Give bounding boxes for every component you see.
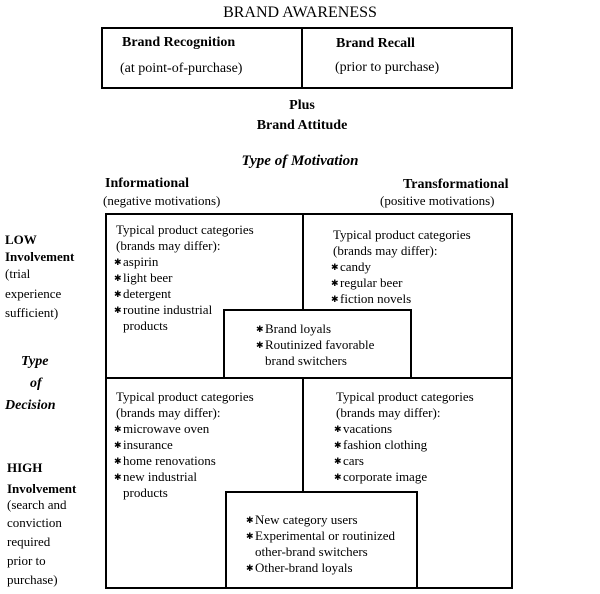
transformational-label: Transformational — [403, 177, 509, 192]
bullet-icon: ✱ — [334, 456, 342, 466]
list-item: ✱vacations — [334, 421, 393, 436]
awareness-divider — [301, 27, 303, 89]
high-involvement-note-line: (search and — [7, 497, 67, 512]
informational-subtitle: (negative motivations) — [103, 193, 221, 208]
bullet-icon: ✱ — [114, 472, 122, 482]
bullet-icon: ✱ — [114, 273, 122, 283]
list-item: ✱corporate image — [334, 469, 428, 484]
list-item: ✱routine industrial products — [114, 302, 213, 333]
bullet-icon: ✱ — [334, 424, 342, 434]
list-item: ✱regular beer — [331, 275, 403, 290]
bullet-icon: ✱ — [334, 472, 342, 482]
high-involvement-note-line: conviction — [7, 515, 62, 530]
list-item: ✱light beer — [114, 270, 173, 285]
brand-recall-subtitle: (prior to purchase) — [335, 60, 440, 75]
high-involvement-note-line: required — [7, 534, 51, 549]
low-transformational-list: ✱candy ✱regular beer ✱fiction novels — [331, 259, 491, 307]
cell-heading-line: (brands may differ): — [116, 238, 221, 253]
bullet-icon: ✱ — [331, 262, 339, 272]
list-item: ✱microwave oven — [114, 421, 210, 436]
bullet-icon: ✱ — [114, 257, 122, 267]
cell-heading-line: (brands may differ): — [333, 243, 438, 258]
list-item: ✱detergent — [114, 286, 172, 301]
low-involvement-note-line: experience — [5, 286, 62, 301]
low-involvement-note-line: (trial — [5, 266, 31, 281]
cell-heading-line: Typical product categories — [116, 222, 254, 237]
bullet-icon: ✱ — [331, 294, 339, 304]
high-involvement-target-box — [225, 491, 418, 589]
bullet-icon: ✱ — [114, 424, 122, 434]
list-item: ✱Experimental or routinized other-brand … — [246, 528, 396, 559]
high-informational-list: ✱microwave oven ✱insurance ✱home renovat… — [114, 421, 234, 501]
bullet-icon: ✱ — [114, 289, 122, 299]
list-item: ✱New category users — [246, 512, 358, 527]
high-involvement-label: Involvement — [7, 481, 77, 496]
decision-label: Decision — [5, 398, 56, 413]
low-label: LOW — [5, 232, 37, 247]
list-item: ✱cars — [334, 453, 364, 468]
list-item: ✱home renovations — [114, 453, 216, 468]
brand-attitude-label: Brand Attitude — [256, 118, 348, 133]
high-involvement-note-line: purchase) — [7, 572, 58, 587]
bullet-icon: ✱ — [256, 324, 264, 334]
brand-awareness-box — [101, 27, 513, 89]
list-item: ✱insurance — [114, 437, 173, 452]
low-involvement-target-list: ✱Brand loyals ✱Routinized favorable bran… — [256, 321, 401, 369]
low-involvement-note-line: sufficient) — [5, 305, 59, 320]
cell-heading-line: Typical product categories — [333, 227, 471, 242]
low-informational-list: ✱aspirin ✱light beer ✱detergent ✱routine… — [114, 254, 234, 334]
diagram-title: BRAND AWARENESS — [223, 4, 377, 21]
grid-vertical-divider — [302, 213, 304, 589]
informational-label: Informational — [105, 176, 189, 191]
high-transformational-list: ✱vacations ✱fashion clothing ✱cars ✱corp… — [334, 421, 494, 485]
bullet-icon: ✱ — [256, 340, 264, 350]
bullet-icon: ✱ — [114, 440, 122, 450]
list-item: ✱fashion clothing — [334, 437, 428, 452]
bullet-icon: ✱ — [114, 305, 122, 315]
cell-heading-line: Typical product categories — [116, 389, 254, 404]
bullet-icon: ✱ — [334, 440, 342, 450]
cell-heading-line: Typical product categories — [336, 389, 474, 404]
list-item: ✱fiction novels — [331, 291, 412, 306]
brand-recognition-title: Brand Recognition — [122, 35, 236, 50]
type-of-motivation-heading: Type of Motivation — [241, 153, 359, 169]
high-involvement-target-list: ✱New category users ✱Experimental or rou… — [246, 512, 411, 576]
plus-label: Plus — [289, 98, 315, 113]
type-label: Type — [21, 354, 49, 369]
bullet-icon: ✱ — [246, 563, 254, 573]
cell-heading-line: (brands may differ): — [116, 405, 221, 420]
low-involvement-target-box — [223, 309, 412, 379]
high-involvement-note-line: prior to — [7, 553, 46, 568]
cell-heading-line: (brands may differ): — [336, 405, 441, 420]
bullet-icon: ✱ — [246, 515, 254, 525]
brand-recall-title: Brand Recall — [336, 36, 415, 51]
bullet-icon: ✱ — [246, 531, 254, 541]
list-item: ✱aspirin — [114, 254, 159, 269]
bullet-icon: ✱ — [331, 278, 339, 288]
low-involvement-label: Involvement — [5, 249, 75, 264]
list-item: ✱new industrial products — [114, 469, 198, 500]
list-item: ✱Brand loyals — [256, 321, 332, 336]
list-item: ✱Other-brand loyals — [246, 560, 353, 575]
list-item: ✱Routinized favorable brand switchers — [256, 337, 375, 368]
brand-recognition-subtitle: (at point-of-purchase) — [120, 61, 243, 76]
bullet-icon: ✱ — [114, 456, 122, 466]
transformational-subtitle: (positive motivations) — [380, 193, 495, 208]
of-label: of — [30, 376, 42, 391]
list-item: ✱candy — [331, 259, 372, 274]
high-label: HIGH — [7, 460, 43, 475]
